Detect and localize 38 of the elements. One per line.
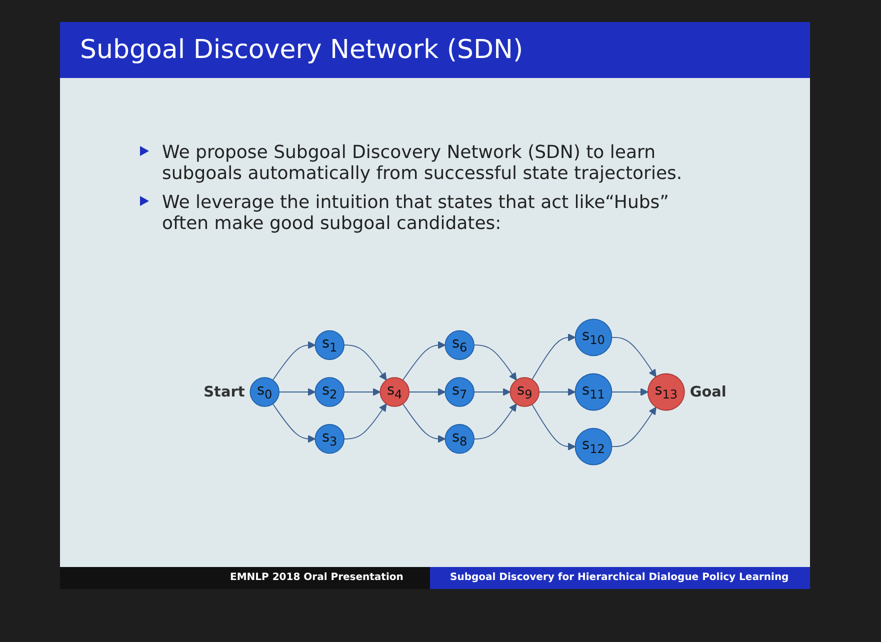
node-circle: s$_{12}$ xyxy=(574,428,612,466)
node-circle: s$_{10}$ xyxy=(574,318,612,356)
arrow xyxy=(344,388,381,396)
arrow xyxy=(611,406,656,448)
bullet-text: We leverage the intuition that states that act like“Hubs” often make good subgoal candidates: xyxy=(162,192,669,234)
footer-text: Subgoal Discovery for Hierarchical Dialogue Policy Learning xyxy=(449,571,790,585)
node-circle: s$_{13}$ xyxy=(647,373,685,411)
arrow xyxy=(278,388,316,396)
node-circle: s$_{4}$ xyxy=(380,377,410,407)
arrow xyxy=(272,403,316,443)
node-circle: s$_{0}$ xyxy=(250,377,280,407)
node-caption: Start xyxy=(204,384,245,401)
arrow xyxy=(611,388,648,396)
node-circle: s$_{6}$ xyxy=(444,330,474,360)
arrow xyxy=(532,404,576,451)
footer-text: EMNLP 2018 Oral Presentation xyxy=(229,571,404,585)
node-caption: Goal xyxy=(690,384,726,401)
node-circle: s$_{11}$ xyxy=(574,373,612,411)
arrow xyxy=(611,336,656,378)
arrow xyxy=(538,388,576,396)
node-circle: s$_{7}$ xyxy=(444,377,474,407)
arrow xyxy=(272,341,316,381)
arrow xyxy=(402,403,446,443)
node-circle: s$_{3}$ xyxy=(314,424,344,454)
node-circle: s$_{1}$ xyxy=(314,330,344,360)
slide-title: Subgoal Discovery Network (SDN) xyxy=(60,22,810,78)
node-circle: s$_{9}$ xyxy=(510,377,540,407)
arrow xyxy=(408,388,446,396)
arrow xyxy=(344,344,387,381)
arrow xyxy=(532,333,576,380)
node-circle: s$_{2}$ xyxy=(314,377,344,407)
arrow xyxy=(474,388,511,396)
arrow xyxy=(402,341,446,381)
arrow xyxy=(474,403,517,440)
bullet-text: We propose Subgoal Discovery Network (SDN) to learn subgoals automatically from successful state trajectories. xyxy=(162,142,682,184)
node-circle: s$_{8}$ xyxy=(444,424,474,454)
arrow xyxy=(344,403,387,440)
arrow xyxy=(474,344,517,381)
